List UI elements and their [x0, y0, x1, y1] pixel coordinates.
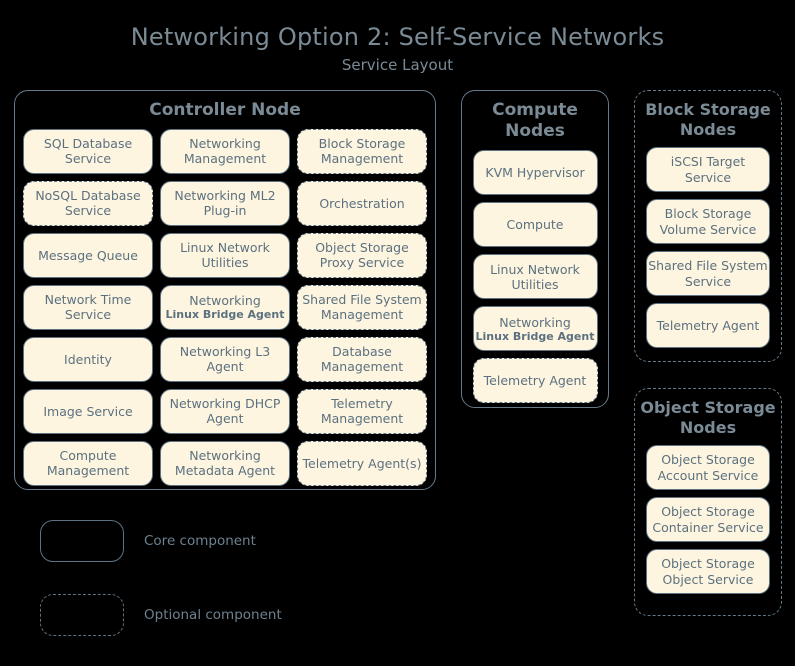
- service-box-label: KVM Hypervisor: [485, 165, 585, 181]
- service-box-label: Shared File System Management: [302, 291, 422, 323]
- service-box[interactable]: KVM Hypervisor: [472, 150, 598, 196]
- service-box[interactable]: Telemetry Agent(s): [297, 440, 427, 486]
- service-box[interactable]: Compute: [472, 202, 598, 248]
- service-box-label: Compute: [506, 217, 564, 233]
- service-box-label: iSCSI Target Service: [670, 154, 746, 185]
- service-box-label: Networking Metadata Agent: [174, 447, 276, 479]
- service-box-label: Object Storage Account Service: [657, 452, 759, 483]
- service-box-label: Compute Management: [46, 447, 130, 479]
- service-box[interactable]: iSCSI Target Service: [646, 147, 770, 193]
- service-box-label: Networking L3 Agent: [179, 343, 271, 375]
- service-box[interactable]: Shared File System Service: [646, 251, 770, 297]
- legend-row: Optional component: [40, 592, 282, 638]
- service-box-label: Telemetry Agent: [656, 317, 760, 333]
- object-storage-nodes-title: Object Storage Nodes: [640, 398, 776, 437]
- service-box[interactable]: Networking DHCP Agent: [160, 388, 290, 434]
- service-box-label: Networking DHCP Agent: [169, 395, 281, 427]
- service-box[interactable]: Network Time Service: [23, 284, 153, 330]
- service-box-label: Message Queue: [38, 247, 138, 263]
- controller-node-title: Controller Node: [149, 100, 301, 120]
- service-box-label: Telemetry Management: [320, 395, 404, 427]
- service-box-label: SQL Database Service: [43, 135, 133, 167]
- service-box[interactable]: Identity: [23, 336, 153, 382]
- service-box[interactable]: Shared File System Management: [297, 284, 427, 330]
- service-box[interactable]: SQL Database Service: [23, 128, 153, 174]
- service-box[interactable]: Telemetry Management: [297, 388, 427, 434]
- service-box[interactable]: Object Storage Container Service: [646, 497, 770, 543]
- block-storage-nodes-container: Block Storage Nodes iSCSI Target Service…: [634, 90, 782, 362]
- service-box-label: Orchestration: [319, 195, 405, 211]
- service-box-label: Database Management: [320, 343, 404, 375]
- service-box-label: Identity: [64, 351, 112, 367]
- legend-row: Core component: [40, 518, 282, 564]
- service-box[interactable]: Block Storage Volume Service: [646, 199, 770, 245]
- object-storage-nodes-container: Object Storage Nodes Object Storage Acco…: [634, 388, 782, 616]
- service-box-label: Object Storage Proxy Service: [315, 239, 409, 271]
- service-box[interactable]: Compute Management: [23, 440, 153, 486]
- service-box-label: Object Storage Object Service: [661, 556, 755, 587]
- service-box[interactable]: Linux Network Utilities: [160, 232, 290, 278]
- service-box-label: NoSQL Database Service: [35, 187, 141, 219]
- service-box[interactable]: Image Service: [23, 388, 153, 434]
- compute-nodes-title: Compute Nodes: [492, 100, 578, 141]
- service-box[interactable]: NoSQL Database Service: [23, 180, 153, 226]
- service-box-label: Network Time Service: [44, 291, 132, 323]
- service-box-label: Telemetry Agent(s): [302, 455, 422, 471]
- service-box[interactable]: Telemetry Agent: [646, 303, 770, 349]
- service-box[interactable]: Networking L3 Agent: [160, 336, 290, 382]
- service-box-label: Networking Management: [183, 135, 267, 167]
- diagram-titles: Networking Option 2: Self-Service Networ…: [0, 22, 795, 74]
- service-box-sublabel: Linux Bridge Agent: [475, 330, 595, 343]
- service-box[interactable]: Linux Network Utilities: [472, 254, 598, 300]
- service-box[interactable]: Networking Metadata Agent: [160, 440, 290, 486]
- service-box-label: Linux Network Utilities: [490, 261, 580, 292]
- legend-label: Core component: [144, 533, 256, 549]
- service-box[interactable]: Networking ML2 Plug-in: [160, 180, 290, 226]
- service-box[interactable]: Networking Management: [160, 128, 290, 174]
- page-subtitle: Service Layout: [341, 56, 454, 74]
- service-box[interactable]: Object Storage Object Service: [646, 549, 770, 595]
- page-title: Networking Option 2: Self-Service Networ…: [130, 23, 665, 51]
- service-box[interactable]: Telemetry Agent: [472, 358, 598, 404]
- service-box[interactable]: Message Queue: [23, 232, 153, 278]
- legend-swatch-core: [40, 520, 124, 562]
- service-box-label: Networking: [189, 293, 261, 309]
- block-storage-nodes-title: Block Storage Nodes: [645, 100, 771, 139]
- service-box-label: Networking: [499, 314, 571, 330]
- service-box-label: Object Storage Container Service: [652, 504, 764, 535]
- service-box-sublabel: Linux Bridge Agent: [165, 308, 285, 322]
- service-box[interactable]: Block Storage Management: [297, 128, 427, 174]
- service-box[interactable]: Object Storage Proxy Service: [297, 232, 427, 278]
- service-box[interactable]: Object Storage Account Service: [646, 445, 770, 491]
- legend-swatch-optional: [40, 594, 124, 636]
- service-box-label: Networking ML2 Plug-in: [174, 187, 276, 219]
- legend-label: Optional component: [144, 607, 282, 623]
- service-box-label: Block Storage Management: [318, 135, 406, 167]
- service-box[interactable]: Database Management: [297, 336, 427, 382]
- service-box[interactable]: Orchestration: [297, 180, 427, 226]
- service-box-label: Block Storage Volume Service: [659, 206, 757, 237]
- service-box-label: Shared File System Service: [648, 258, 768, 289]
- service-box-label: Telemetry Agent: [483, 373, 587, 389]
- service-box-label: Image Service: [43, 403, 133, 419]
- service-box-label: Linux Network Utilities: [180, 239, 270, 271]
